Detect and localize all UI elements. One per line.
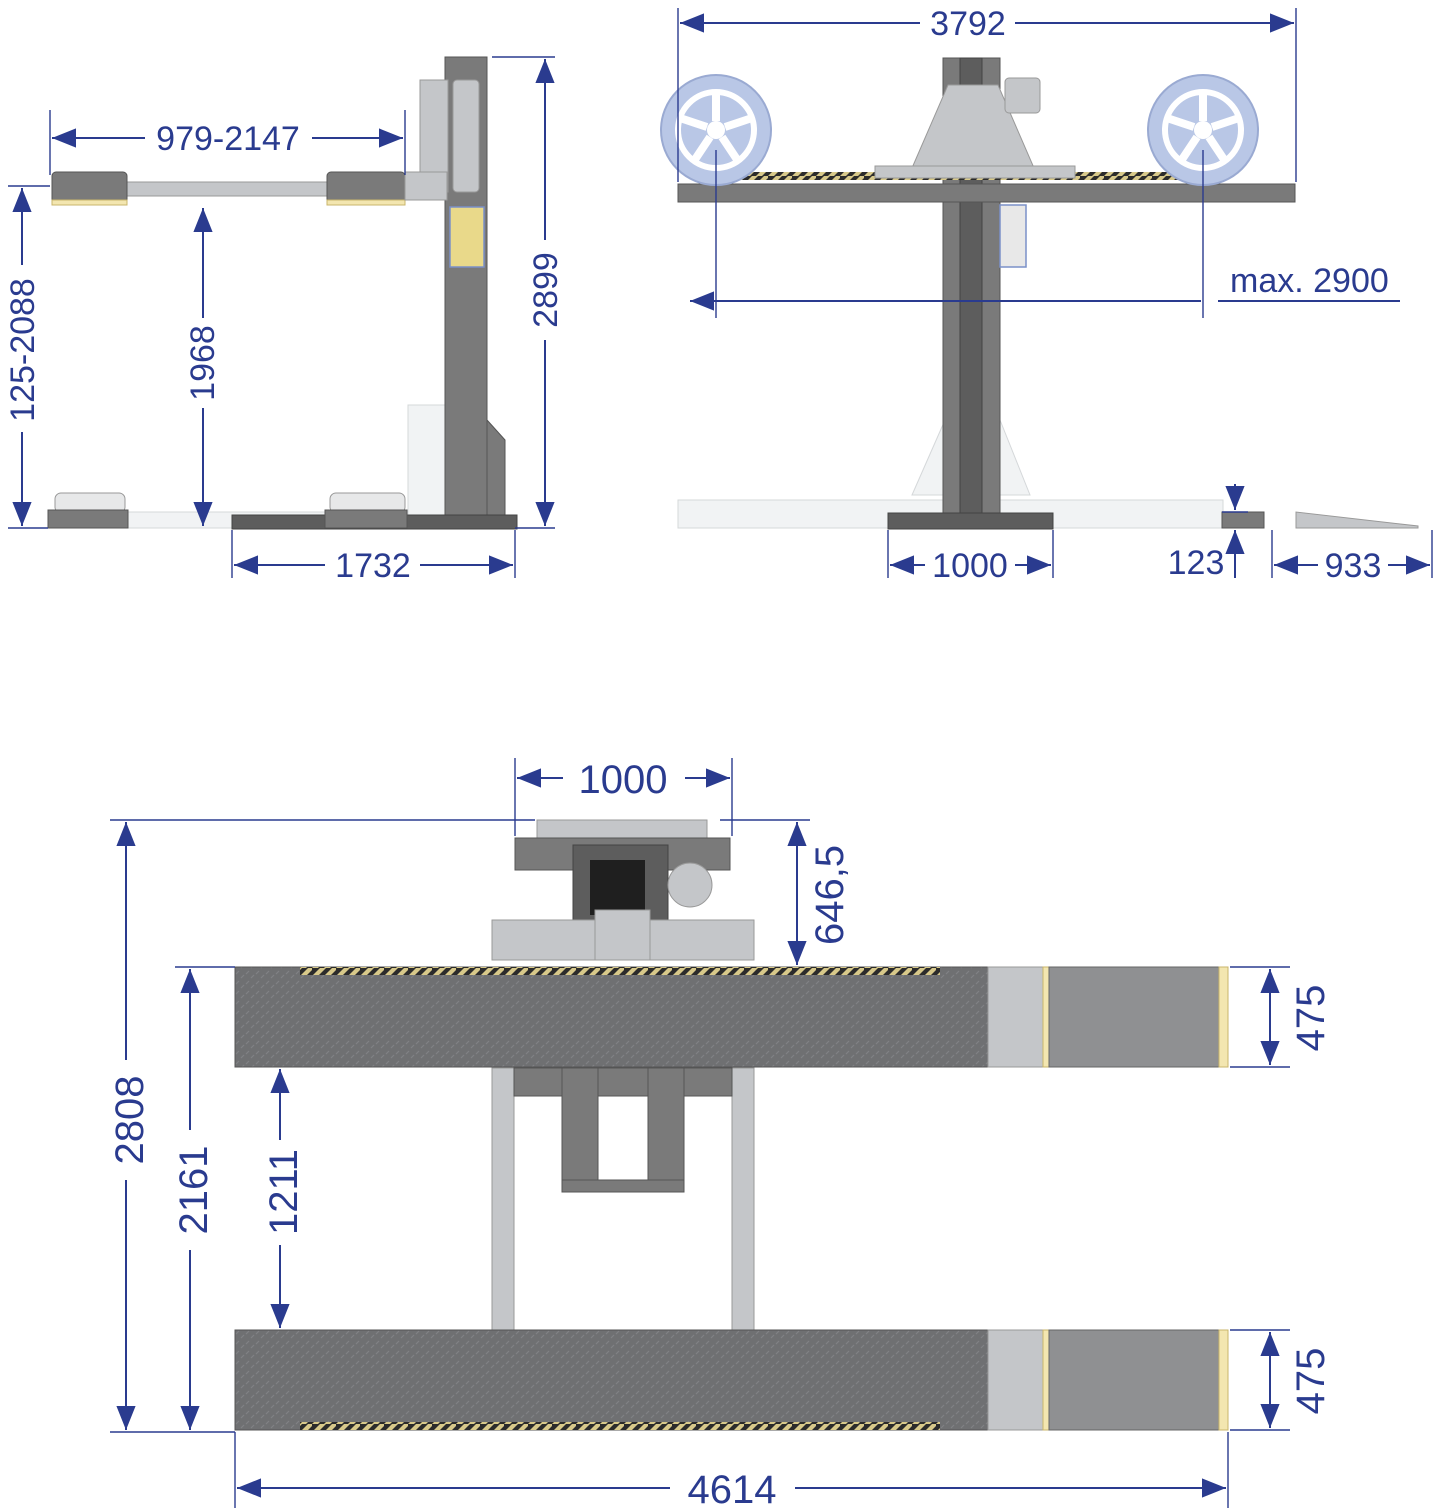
top-upper-ramp bbox=[1048, 966, 1222, 1068]
top-view-dimensions: 1000 2808 2161 1211 646,5 475 475 4614 bbox=[108, 758, 1333, 1510]
dim-top-overall-length: 4614 bbox=[688, 1468, 777, 1510]
top-upper-ramp-end bbox=[1218, 966, 1229, 1068]
dim-side-clearance: 1968 bbox=[184, 325, 222, 401]
side-upper-pad-left bbox=[51, 171, 128, 205]
dim-side-column-height: 2899 bbox=[527, 252, 565, 328]
front-ghost-gusset-left bbox=[911, 419, 946, 496]
dim-front-max-width: max. 2900 bbox=[1230, 262, 1389, 300]
dim-top-track-outer: 2161 bbox=[172, 1146, 216, 1235]
top-motor bbox=[667, 862, 713, 908]
top-upper-extension bbox=[987, 966, 1044, 1068]
side-column-foot-gusset bbox=[486, 418, 506, 516]
front-ramp bbox=[1295, 511, 1419, 529]
top-lower-ramp bbox=[1048, 1329, 1222, 1431]
side-upper-pad-left-edge bbox=[51, 199, 128, 206]
front-motor bbox=[1004, 77, 1041, 114]
side-lower-pad-left bbox=[47, 509, 129, 529]
dim-side-height-range: 125-2088 bbox=[4, 278, 42, 422]
front-lower-platform-stub bbox=[1221, 511, 1265, 529]
side-view-dimensions: 979-2147 125-2088 1968 2899 1732 bbox=[4, 56, 565, 585]
dim-top-column-depth: 646,5 bbox=[808, 845, 852, 945]
dim-front-base-width: 1000 bbox=[932, 547, 1008, 585]
top-lower-extension bbox=[987, 1329, 1044, 1431]
side-ghost-gusset bbox=[407, 404, 449, 521]
top-frame-leg-right bbox=[647, 1067, 685, 1191]
front-base-plate bbox=[887, 512, 1054, 530]
top-view bbox=[234, 819, 1229, 1431]
top-column-head-plate bbox=[536, 819, 708, 841]
top-lower-ramp-end bbox=[1218, 1329, 1229, 1431]
dim-front-platform-height: 123 bbox=[1168, 544, 1225, 582]
top-carriage-center bbox=[594, 909, 651, 961]
side-control-panel bbox=[449, 206, 485, 268]
dim-top-track-inner: 1211 bbox=[262, 1149, 306, 1235]
top-frame-crossbar bbox=[513, 1067, 733, 1097]
dim-top-ramp-width-lower: 475 bbox=[1289, 1348, 1333, 1415]
side-upper-carriage bbox=[404, 171, 448, 201]
side-hydraulic-tank bbox=[452, 79, 480, 193]
top-column-opening bbox=[590, 860, 645, 915]
top-lower-hazard-stripe bbox=[300, 1422, 940, 1430]
front-view bbox=[660, 57, 1419, 530]
dim-top-column-width: 1000 bbox=[579, 758, 668, 802]
dim-front-overall-width: 3792 bbox=[930, 5, 1006, 43]
dim-top-overall-depth: 2808 bbox=[108, 1076, 152, 1165]
side-view bbox=[47, 56, 518, 530]
side-lower-pad-right bbox=[324, 509, 408, 529]
top-upper-platform bbox=[234, 966, 1011, 1068]
top-lower-ramp-edge bbox=[1042, 1329, 1050, 1431]
dim-side-base-depth: 1732 bbox=[335, 547, 411, 585]
side-upper-pad-right bbox=[326, 171, 406, 205]
top-frame-bottom bbox=[561, 1179, 685, 1193]
top-rail-right bbox=[731, 1067, 755, 1331]
dim-front-ramp-length: 933 bbox=[1325, 547, 1382, 585]
side-upper-pad-right-edge bbox=[326, 199, 406, 206]
top-upper-ramp-edge bbox=[1042, 966, 1050, 1068]
top-upper-hazard-stripe bbox=[300, 967, 940, 975]
top-lower-platform bbox=[234, 1329, 1011, 1431]
top-frame-leg-left bbox=[561, 1067, 599, 1191]
front-upper-platform bbox=[677, 183, 1296, 203]
front-carriage-top bbox=[874, 165, 1076, 179]
top-rail-left bbox=[491, 1067, 515, 1331]
dim-top-ramp-width-upper: 475 bbox=[1289, 985, 1333, 1052]
front-ghost-gusset-right bbox=[999, 419, 1031, 496]
dim-side-width-range: 979-2147 bbox=[156, 120, 300, 158]
front-control-panel bbox=[999, 204, 1027, 268]
front-view-dimensions: 3792 max. 2900 1000 123 933 bbox=[677, 5, 1433, 585]
side-upper-beam bbox=[124, 181, 331, 197]
